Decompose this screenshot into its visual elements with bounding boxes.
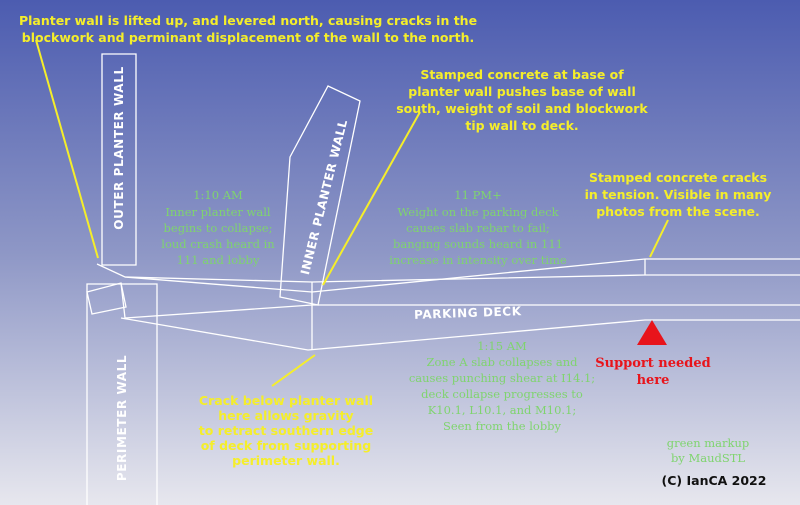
annotation-crack-below: Crack below planter wall here allows gra… <box>199 393 373 468</box>
annotation-planter-lift: Planter wall is lifted up, and levered n… <box>19 13 477 45</box>
deck-top-line-2 <box>124 274 800 283</box>
svg-text:to retract southern edge: to retract southern edge <box>199 423 373 438</box>
svg-text:begins to collapse;: begins to collapse; <box>164 221 273 235</box>
svg-text:11 PM+: 11 PM+ <box>454 188 501 202</box>
markup-credit: green markup by MaudSTL <box>667 436 750 465</box>
support-triangle-icon <box>637 320 667 345</box>
timeline-0115: 1:15 AM Zone A slab collapses and causes… <box>409 339 595 433</box>
svg-text:Weight on the parking deck: Weight on the parking deck <box>397 205 559 219</box>
svg-text:Stamped concrete at base of: Stamped concrete at base of <box>420 67 624 82</box>
svg-text:south, weight of soil and bloc: south, weight of soil and blockwork <box>396 101 648 116</box>
svg-text:increase in intensity over tim: increase in intensity over time <box>389 253 567 267</box>
structure <box>86 53 800 505</box>
svg-text:loud crash heard in: loud crash heard in <box>161 237 275 251</box>
svg-text:here: here <box>637 373 670 388</box>
support-needed-note: Support needed here <box>595 356 711 388</box>
svg-text:Support needed: Support needed <box>595 356 711 371</box>
outer-planter-wall-label: OUTER PLANTER WALL <box>112 66 126 229</box>
leader-stamped-base <box>322 111 421 286</box>
svg-text:Stamped concrete cracks: Stamped concrete cracks <box>589 170 767 185</box>
svg-text:causes punching shear at I14.1: causes punching shear at I14.1; <box>409 371 595 385</box>
svg-text:here allows gravity: here allows gravity <box>218 408 353 423</box>
svg-text:photos from the scene.: photos from the scene. <box>596 204 760 219</box>
svg-text:K10.1, L10.1, and M10.1;: K10.1, L10.1, and M10.1; <box>428 403 577 417</box>
timeline-2300: 11 PM+ Weight on the parking deck causes… <box>389 188 567 267</box>
svg-text:111 and lobby: 111 and lobby <box>177 253 260 267</box>
svg-text:blockwork and perminant displa: blockwork and perminant displacement of … <box>22 30 474 45</box>
svg-text:1:10 AM: 1:10 AM <box>193 188 243 202</box>
svg-text:causes slab rebar to fail;: causes slab rebar to fail; <box>406 221 550 235</box>
timeline-0110: 1:10 AM Inner planter wall begins to col… <box>161 188 275 267</box>
svg-text:in tension. Visible in many: in tension. Visible in many <box>585 187 772 202</box>
svg-text:of deck from supporting: of deck from supporting <box>201 438 372 453</box>
copyright-text: (C) IanCA 2022 <box>662 473 767 488</box>
inner-planter-wall-shape <box>279 85 361 306</box>
svg-text:Planter wall is lifted up, and: Planter wall is lifted up, and levered n… <box>19 13 477 28</box>
svg-text:by MaudSTL: by MaudSTL <box>671 451 745 465</box>
svg-text:Seen from the lobby: Seen from the lobby <box>443 419 562 433</box>
leader-planter-lift <box>35 39 99 259</box>
leaders <box>35 39 669 387</box>
annotation-stamped-tension: Stamped concrete cracks in tension. Visi… <box>585 170 772 219</box>
outer-planter-wall-shape <box>101 53 137 266</box>
svg-text:banging sounds heard in 111: banging sounds heard in 111 <box>393 237 563 251</box>
svg-text:perimeter wall.: perimeter wall. <box>232 453 340 468</box>
deck-bottom-line <box>120 317 800 351</box>
svg-text:Crack below planter wall: Crack below planter wall <box>199 393 373 408</box>
svg-text:deck collapse progresses to: deck collapse progresses to <box>421 387 583 401</box>
parking-deck-label: PARKING DECK <box>414 304 522 322</box>
perimeter-wall-label: PERIMETER WALL <box>115 355 129 481</box>
svg-text:green markup: green markup <box>667 436 750 450</box>
svg-text:Inner planter wall: Inner planter wall <box>165 205 271 219</box>
perimeter-wall-top-block <box>86 282 127 315</box>
svg-text:1:15 AM: 1:15 AM <box>477 339 527 353</box>
svg-text:tip wall to deck.: tip wall to deck. <box>465 118 578 133</box>
leader-stamped-tension <box>649 219 669 258</box>
leader-crack-below <box>271 354 316 387</box>
perimeter-wall-shape <box>86 283 158 505</box>
annotation-stamped-base: Stamped concrete at base of planter wall… <box>396 67 648 133</box>
svg-text:Zone A slab collapses and: Zone A slab collapses and <box>426 355 578 369</box>
svg-text:planter wall pushes base of wa: planter wall pushes base of wall <box>408 84 635 99</box>
